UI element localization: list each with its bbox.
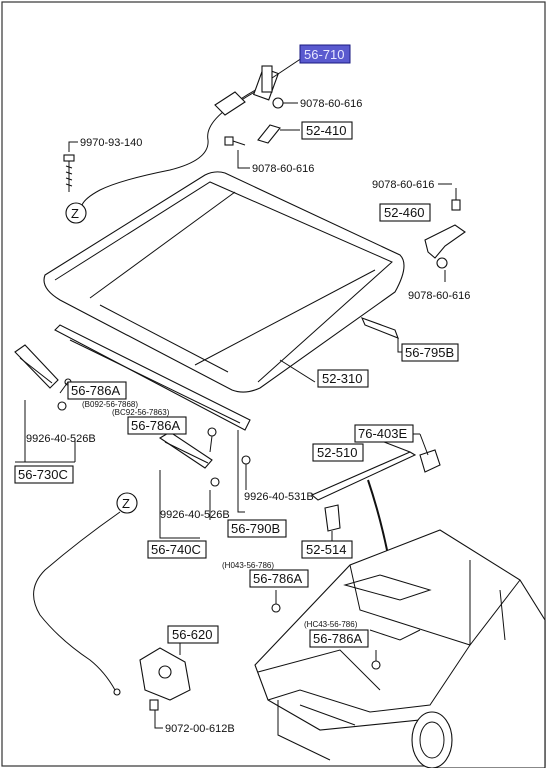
label-56-710[interactable]: 56-710: [299, 44, 351, 64]
label-9078-60-616-b: 9078-60-616: [252, 163, 314, 175]
label-52-410-text: 52-410: [306, 123, 346, 138]
bolt-9078-60-616-b: [224, 136, 250, 169]
label-56-795B-text: 56-795B: [405, 345, 454, 360]
hood-lock-52-410: [257, 124, 300, 144]
label-56-620-text: 56-620: [172, 627, 212, 642]
hood-latch-56-620: [139, 642, 191, 729]
label-9078-60-616-a: 9078-60-616: [300, 98, 362, 110]
label-9078-60-616-d: 9078-60-616: [408, 290, 470, 302]
label-56-786A-b[interactable]: 56-786A: [127, 416, 187, 435]
label-56-620[interactable]: 56-620: [167, 625, 219, 644]
label-52-510[interactable]: 52-510: [312, 443, 364, 462]
label-52-310-text: 52-310: [322, 371, 362, 386]
car-front-outline: [254, 529, 546, 768]
label-9072-00-612B: 9072-00-612B: [165, 723, 235, 735]
label-52-514[interactable]: 52-514: [301, 540, 353, 559]
cable-end: [113, 688, 121, 696]
hinge-52-460: [424, 183, 466, 282]
label-56-795B[interactable]: 56-795B: [401, 343, 459, 362]
label-52-514-text: 52-514: [306, 542, 346, 557]
label-9078-60-616-c: 9078-60-616: [372, 179, 434, 191]
label-56-730C-text: 56-730C: [18, 467, 68, 482]
hood-panel: [43, 171, 405, 393]
label-9970-93-140: 9970-93-140: [80, 137, 142, 149]
label-56-790B[interactable]: 56-790B: [227, 519, 287, 538]
clip-9926-40-531B: [241, 455, 251, 490]
label-9926-40-526B-b: 9926-40-526B: [160, 509, 230, 521]
label-76-403E-text: 76-403E: [358, 426, 407, 441]
label-56-786A-d-text: 56-786A: [313, 631, 362, 646]
label-56-786A-a[interactable]: 56-786A: [67, 381, 127, 400]
label-56-786A-c-text: 56-786A: [253, 571, 302, 586]
note-h043: (H043-56-786): [222, 561, 274, 570]
label-52-510-text: 52-510: [317, 445, 357, 460]
label-56-740C-text: 56-740C: [151, 542, 201, 557]
seal-56-795B: [360, 317, 405, 353]
label-56-730C[interactable]: 56-730C: [14, 465, 74, 484]
label-56-786A-c[interactable]: 56-786A: [249, 569, 309, 588]
connector-z-mid: Z: [116, 492, 138, 514]
label-9926-40-526B-a: 9926-40-526B: [26, 433, 96, 445]
label-56-710-text: 56-710: [304, 47, 344, 62]
note-bc92: (BC92-56-7863): [112, 408, 170, 417]
label-56-786A-d[interactable]: 56-786A: [309, 629, 369, 648]
label-52-460[interactable]: 52-460: [379, 203, 431, 222]
seal-56-730C: [14, 344, 76, 463]
label-56-786A-b-text: 56-786A: [131, 418, 180, 433]
z-mid-label: Z: [122, 496, 130, 511]
label-76-403E[interactable]: 76-403E: [354, 424, 414, 443]
label-52-410[interactable]: 52-410: [301, 121, 353, 140]
note-b092: (B092-56-7868): [82, 400, 138, 409]
label-56-786A-a-text: 56-786A: [71, 383, 120, 398]
release-lever: [261, 65, 273, 93]
label-52-460-text: 52-460: [384, 205, 424, 220]
bolt-9078-60-616-a: [272, 97, 298, 109]
z-top-label: Z: [71, 206, 79, 221]
bolt-9970-93-140: [63, 141, 78, 192]
seal-56-740C: [158, 427, 220, 539]
label-52-310[interactable]: 52-310: [317, 369, 369, 388]
label-56-790B-text: 56-790B: [231, 521, 280, 536]
stay-holder-52-514: [324, 504, 341, 545]
note-hc43: (HC43-56-786): [304, 620, 358, 629]
connector-z-top: Z: [65, 202, 87, 224]
seal-strip-56-790B: [54, 324, 251, 513]
label-56-740C[interactable]: 56-740C: [147, 540, 207, 559]
hood-release-cable-lower: [33, 511, 121, 691]
label-9926-40-531B: 9926-40-531B: [244, 491, 314, 503]
